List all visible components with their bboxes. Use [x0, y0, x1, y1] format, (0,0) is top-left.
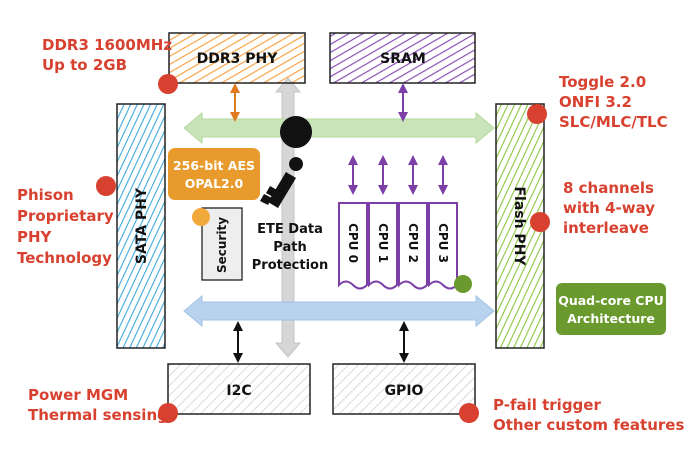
pfail-red-dot — [459, 403, 479, 423]
channels-callout-line-3: interleave — [563, 219, 649, 237]
ddr3-red-dot — [158, 74, 178, 94]
cpu-3-label: CPU 3 — [436, 223, 450, 263]
security-orange-dot — [192, 208, 210, 226]
phison-callout-line-1: Phison — [17, 186, 74, 204]
power-callout-line-2: Thermal sensing — [28, 406, 168, 424]
gpio-label: GPIO — [385, 383, 424, 399]
cpu-1-block: CPU 1 — [368, 202, 398, 290]
cpu-2-label: CPU 2 — [406, 223, 420, 263]
ete-line-3: Protection — [252, 258, 328, 273]
top-bus-arrow — [183, 111, 495, 145]
sata-phy-label: SATA PHY — [134, 187, 150, 264]
i2c-block: I2C — [167, 363, 311, 415]
cpu-green-dot — [454, 275, 472, 293]
channels-callout-line-1: 8 channels — [563, 179, 654, 197]
ete-line-1: ETE Data — [257, 222, 323, 237]
security-label: Security — [215, 217, 229, 273]
bottom-bus-arrow — [183, 294, 495, 328]
aes-line-1: 256-bit AES — [173, 158, 255, 173]
aes-badge: 256-bit AES OPAL2.0 — [168, 148, 260, 200]
toggle-callout-line-1: Toggle 2.0 — [559, 73, 646, 91]
quadcore-line-2: Architecture — [567, 311, 655, 326]
ete-line-2: Path — [273, 240, 306, 255]
i2c-label: I2C — [226, 383, 251, 399]
power-red-dot — [158, 403, 178, 423]
sata-phy-block: SATA PHY — [116, 103, 166, 349]
phison-callout-line-3: PHY — [17, 228, 53, 246]
key-icon — [260, 116, 313, 208]
phison-callout-line-4: Technology — [17, 249, 112, 267]
toggle-callout-line-3: SLC/MLC/TLC — [559, 113, 668, 131]
ddr3-callout-line-1: DDR3 1600MHz — [42, 36, 172, 54]
quadcore-badge: Quad-core CPU Architecture — [556, 283, 666, 335]
ddr3-phy-block: DDR3 PHY — [168, 32, 306, 84]
gpio-block: GPIO — [332, 363, 476, 415]
toggle-red-dot — [527, 104, 547, 124]
toggle-callout-line-2: ONFI 3.2 — [559, 93, 632, 111]
phison-red-dot — [96, 176, 116, 196]
cpu-0-label: CPU 0 — [346, 223, 360, 263]
sram-label: SRAM — [380, 51, 426, 67]
ddr3-phy-label: DDR3 PHY — [197, 51, 279, 67]
pfail-callout-line-2: Other custom features — [493, 416, 684, 434]
cpu-3-block: CPU 3 — [428, 202, 458, 290]
channels-callout-line-2: with 4-way — [563, 199, 655, 217]
cpu-2-block: CPU 2 — [398, 202, 428, 290]
channels-red-dot — [530, 212, 550, 232]
flash-phy-label: Flash PHY — [511, 186, 527, 266]
aes-line-2: OPAL2.0 — [185, 176, 244, 191]
ddr3-callout-line-2: Up to 2GB — [42, 56, 127, 74]
power-callout-line-1: Power MGM — [28, 386, 128, 404]
phison-callout-line-2: Proprietary — [17, 207, 114, 225]
sram-block: SRAM — [329, 32, 476, 84]
pfail-callout-line-1: P-fail trigger — [493, 396, 601, 414]
cpu-0-block: CPU 0 — [338, 202, 368, 290]
quadcore-line-1: Quad-core CPU — [558, 293, 664, 308]
cpu-1-label: CPU 1 — [376, 223, 390, 263]
